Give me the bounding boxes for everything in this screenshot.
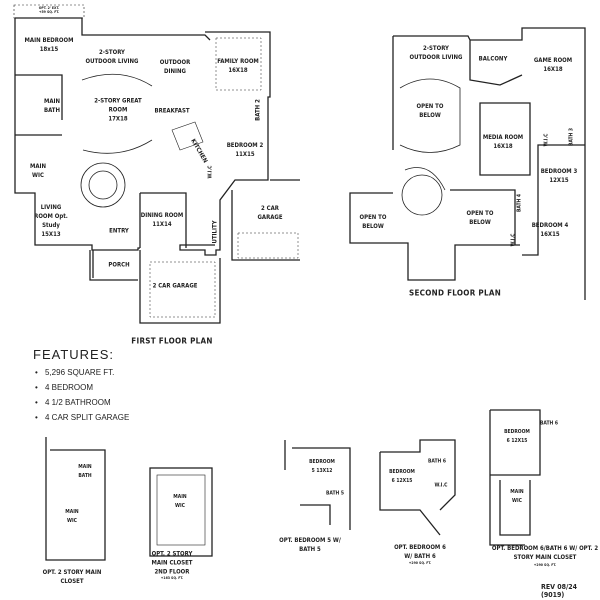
room-label: MAIN WIC [173, 494, 187, 509]
room-label: MAIN WIC [65, 509, 79, 524]
room-label: W.I.C [510, 233, 517, 247]
room-label: OPT. 2' EXT.+59 SQ. FT. [38, 6, 60, 14]
room-label: BALCONY [478, 55, 508, 63]
room-label: MAIN WIC [510, 489, 524, 504]
room-label: BEDROOM 6 12X15 [504, 429, 530, 444]
first-floor-title: FIRST FLOOR PLAN [131, 336, 213, 346]
room-label: BATH 5 [325, 490, 345, 497]
room-label: ENTRY [109, 227, 129, 235]
room-label: W.I.C [207, 165, 214, 179]
room-label: OPEN TO BELOW [359, 214, 387, 230]
room-label: MAIN BATH [78, 464, 92, 479]
room-label: 2 CAR GARAGE [152, 282, 198, 290]
option-note: +163 SQ. FT. [160, 576, 184, 580]
feature-item: 4 1/2 BATHROOM [33, 395, 129, 410]
room-label: BEDROOM 5 13X12 [309, 459, 335, 474]
option-title: OPT. BEDROOM 6/BATH 6 W/ OPT. 2 STORY MA… [491, 545, 599, 561]
room-label: W.I.C [543, 133, 550, 147]
room-label: BATH 3 [568, 127, 575, 147]
room-label: BATH 6 [427, 458, 447, 465]
feature-item: 4 BEDROOM [33, 380, 129, 395]
room-label: BREAKFAST [154, 107, 190, 115]
option-note: +290 SQ. FT. [408, 561, 432, 565]
revision-label: REV 08/24 (9019) [541, 583, 578, 599]
room-label: MAIN WIC [29, 163, 47, 179]
room-label: OPEN TO BELOW [416, 103, 444, 119]
feature-item: 4 CAR SPLIT GARAGE [33, 410, 129, 425]
option-title: OPT. 2 STORY MAIN CLOSET [42, 569, 102, 585]
room-label: BATH 2 [254, 99, 262, 121]
room-label: 2 CAR GARAGE [257, 205, 283, 221]
features-heading: FEATURES: [33, 347, 114, 362]
room-label: W.I.C [434, 482, 448, 489]
room-label: OPEN TO BELOW [466, 210, 494, 226]
option-title: OPT. BEDROOM 6 W/ BATH 6 [394, 544, 446, 560]
room-label: OUTDOOR DINING [159, 59, 191, 75]
room-label: BATH 4 [516, 193, 523, 213]
room-label: 2-STORY OUTDOOR LIVING [85, 49, 139, 65]
option-note: +290 SQ. FT. [533, 563, 557, 567]
option-title: OPT. BEDROOM 5 W/ BATH 5 [279, 537, 341, 553]
option-title: OPT. 2 STORY MAIN CLOSET 2ND FLOOR [151, 550, 193, 576]
features-list: FEATURES: 5,296 SQUARE FT. 4 BEDROOM 4 1… [33, 347, 129, 425]
room-label: MAIN BATH [43, 98, 61, 114]
second-floor-title: SECOND FLOOR PLAN [408, 288, 502, 298]
room-label: BATH 6 [539, 420, 559, 427]
feature-item: 5,296 SQUARE FT. [33, 365, 129, 380]
room-label: UTILITY [211, 220, 219, 244]
room-label: PORCH [108, 261, 130, 269]
room-label: BEDROOM 6 12X15 [389, 469, 415, 484]
room-label: 2-STORY OUTDOOR LIVING [409, 45, 463, 61]
